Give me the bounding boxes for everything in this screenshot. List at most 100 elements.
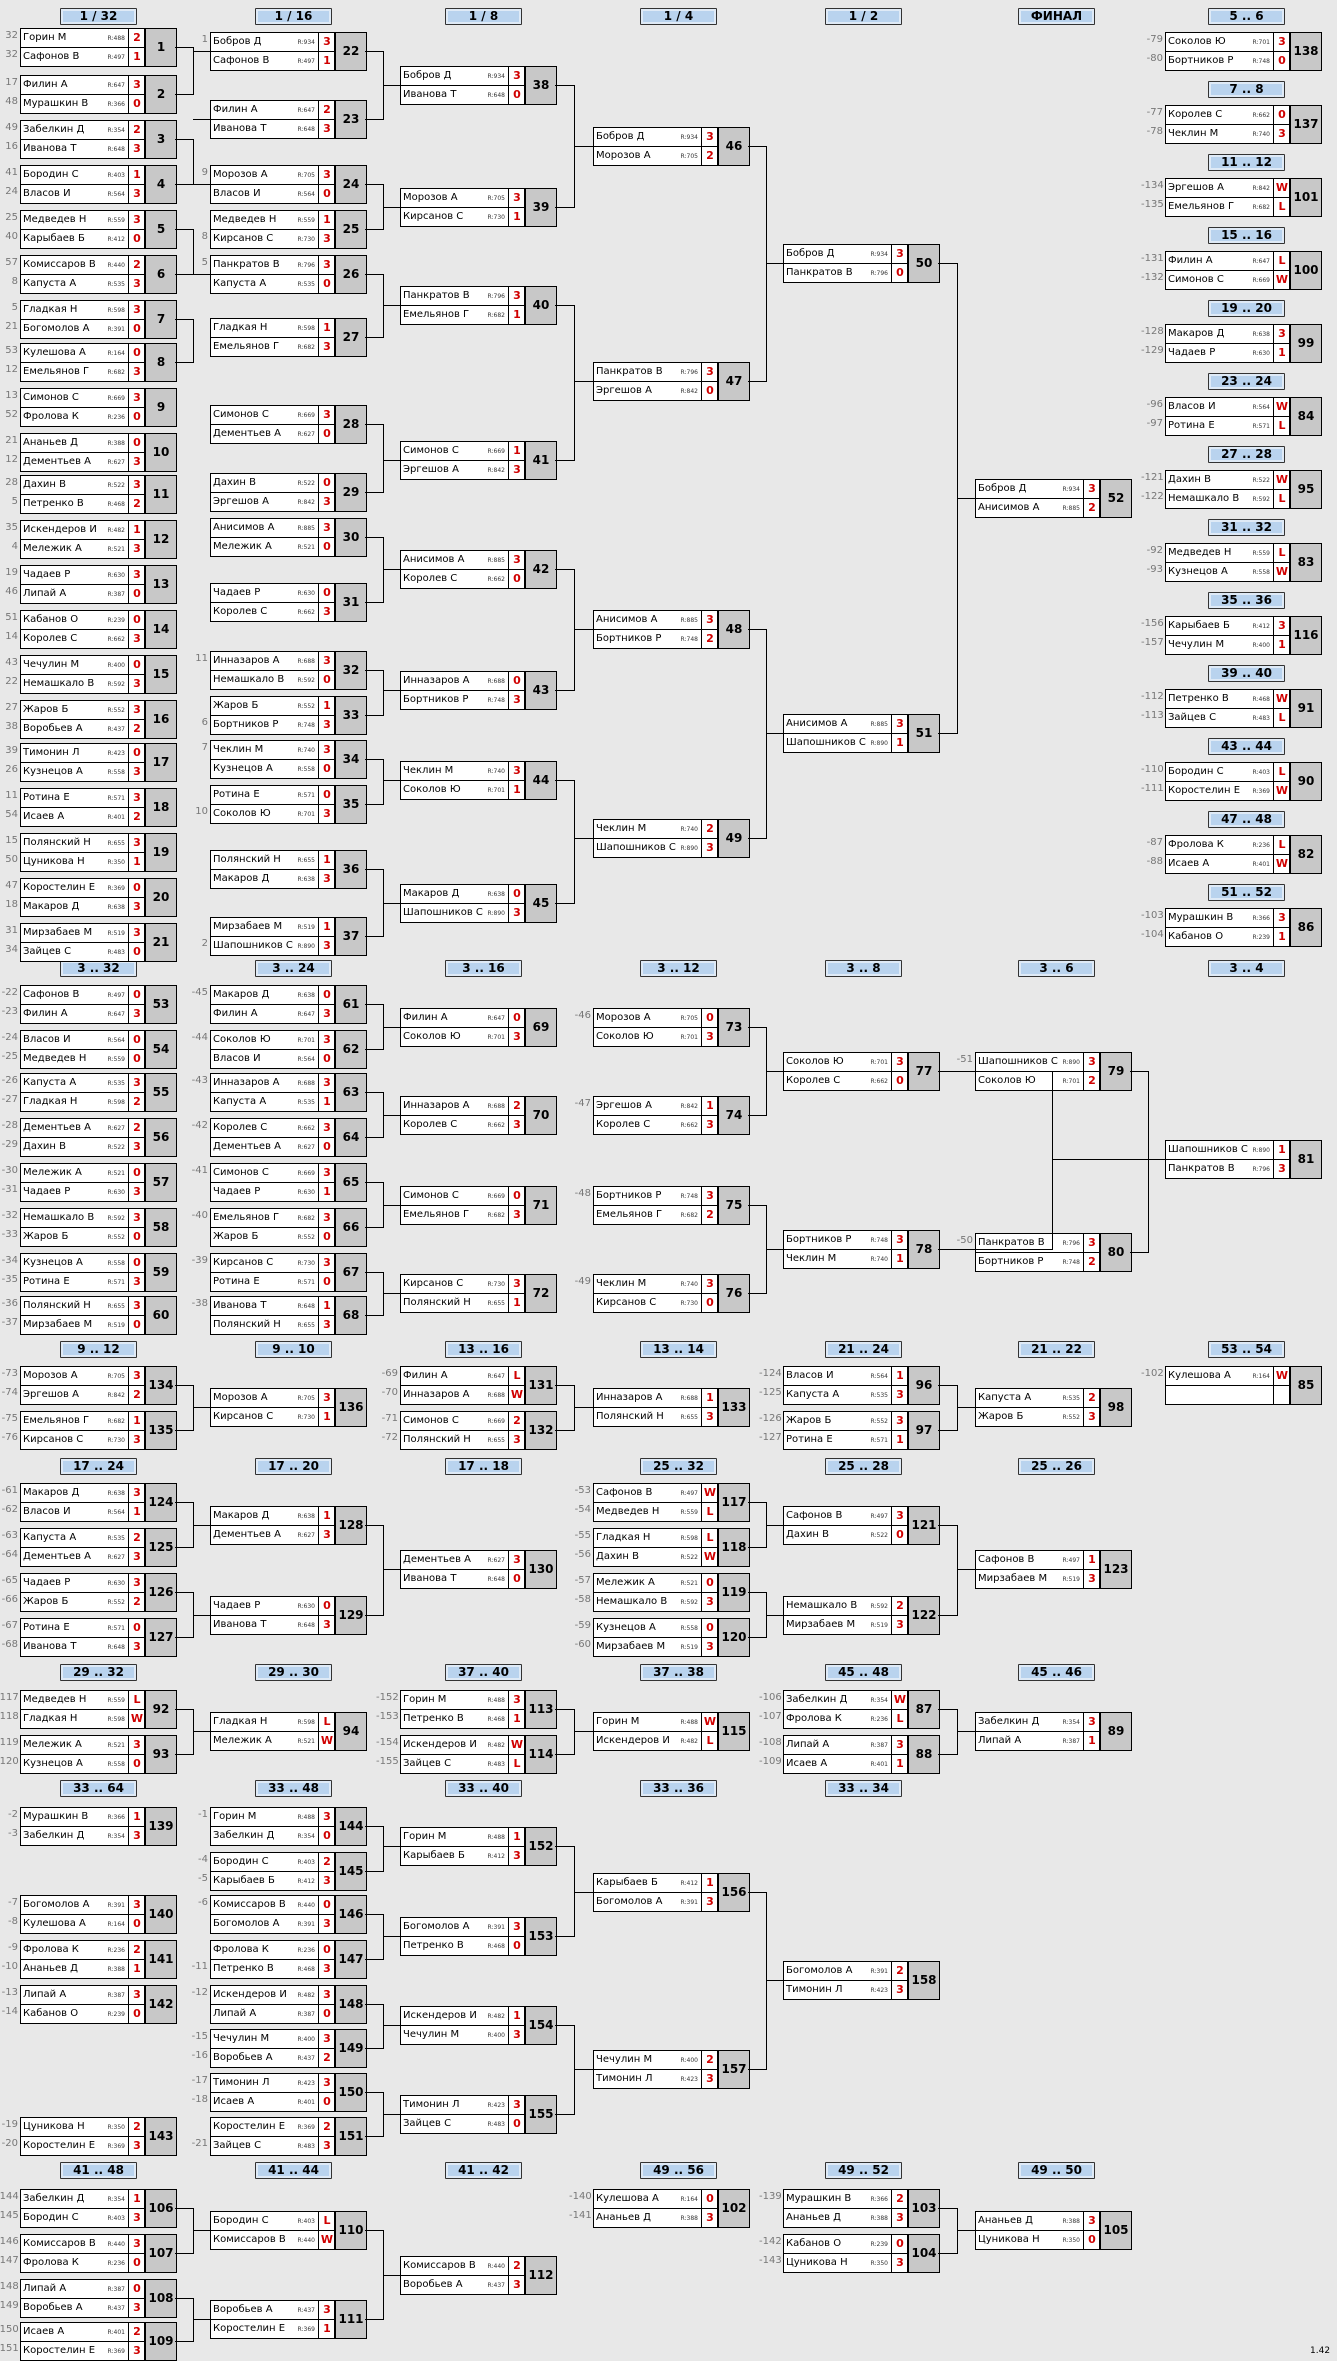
round-header[interactable]: 13 .. 16	[445, 1341, 522, 1358]
round-header[interactable]: 45 .. 46	[1018, 1664, 1095, 1681]
round-header[interactable]: 27 .. 28	[1208, 446, 1285, 463]
round-header[interactable]: 37 .. 40	[445, 1664, 522, 1681]
round-header[interactable]: ФИНАЛ	[1018, 8, 1095, 25]
round-header[interactable]: 41 .. 48	[60, 2162, 137, 2179]
round-header[interactable]: 49 .. 52	[825, 2162, 902, 2179]
round-header[interactable]: 3 .. 12	[640, 960, 717, 977]
round-header[interactable]: 33 .. 48	[255, 1780, 332, 1797]
round-header[interactable]: 23 .. 24	[1208, 373, 1285, 390]
player-row[interactable]	[1165, 1385, 1291, 1405]
round-header[interactable]: 41 .. 42	[445, 2162, 522, 2179]
round-header[interactable]: 45 .. 48	[825, 1664, 902, 1681]
round-header[interactable]: 43 .. 44	[1208, 738, 1285, 755]
round-header[interactable]: 1 / 32	[60, 8, 137, 25]
round-header[interactable]: 33 .. 36	[640, 1780, 717, 1797]
round-header[interactable]: 9 .. 12	[60, 1341, 137, 1358]
